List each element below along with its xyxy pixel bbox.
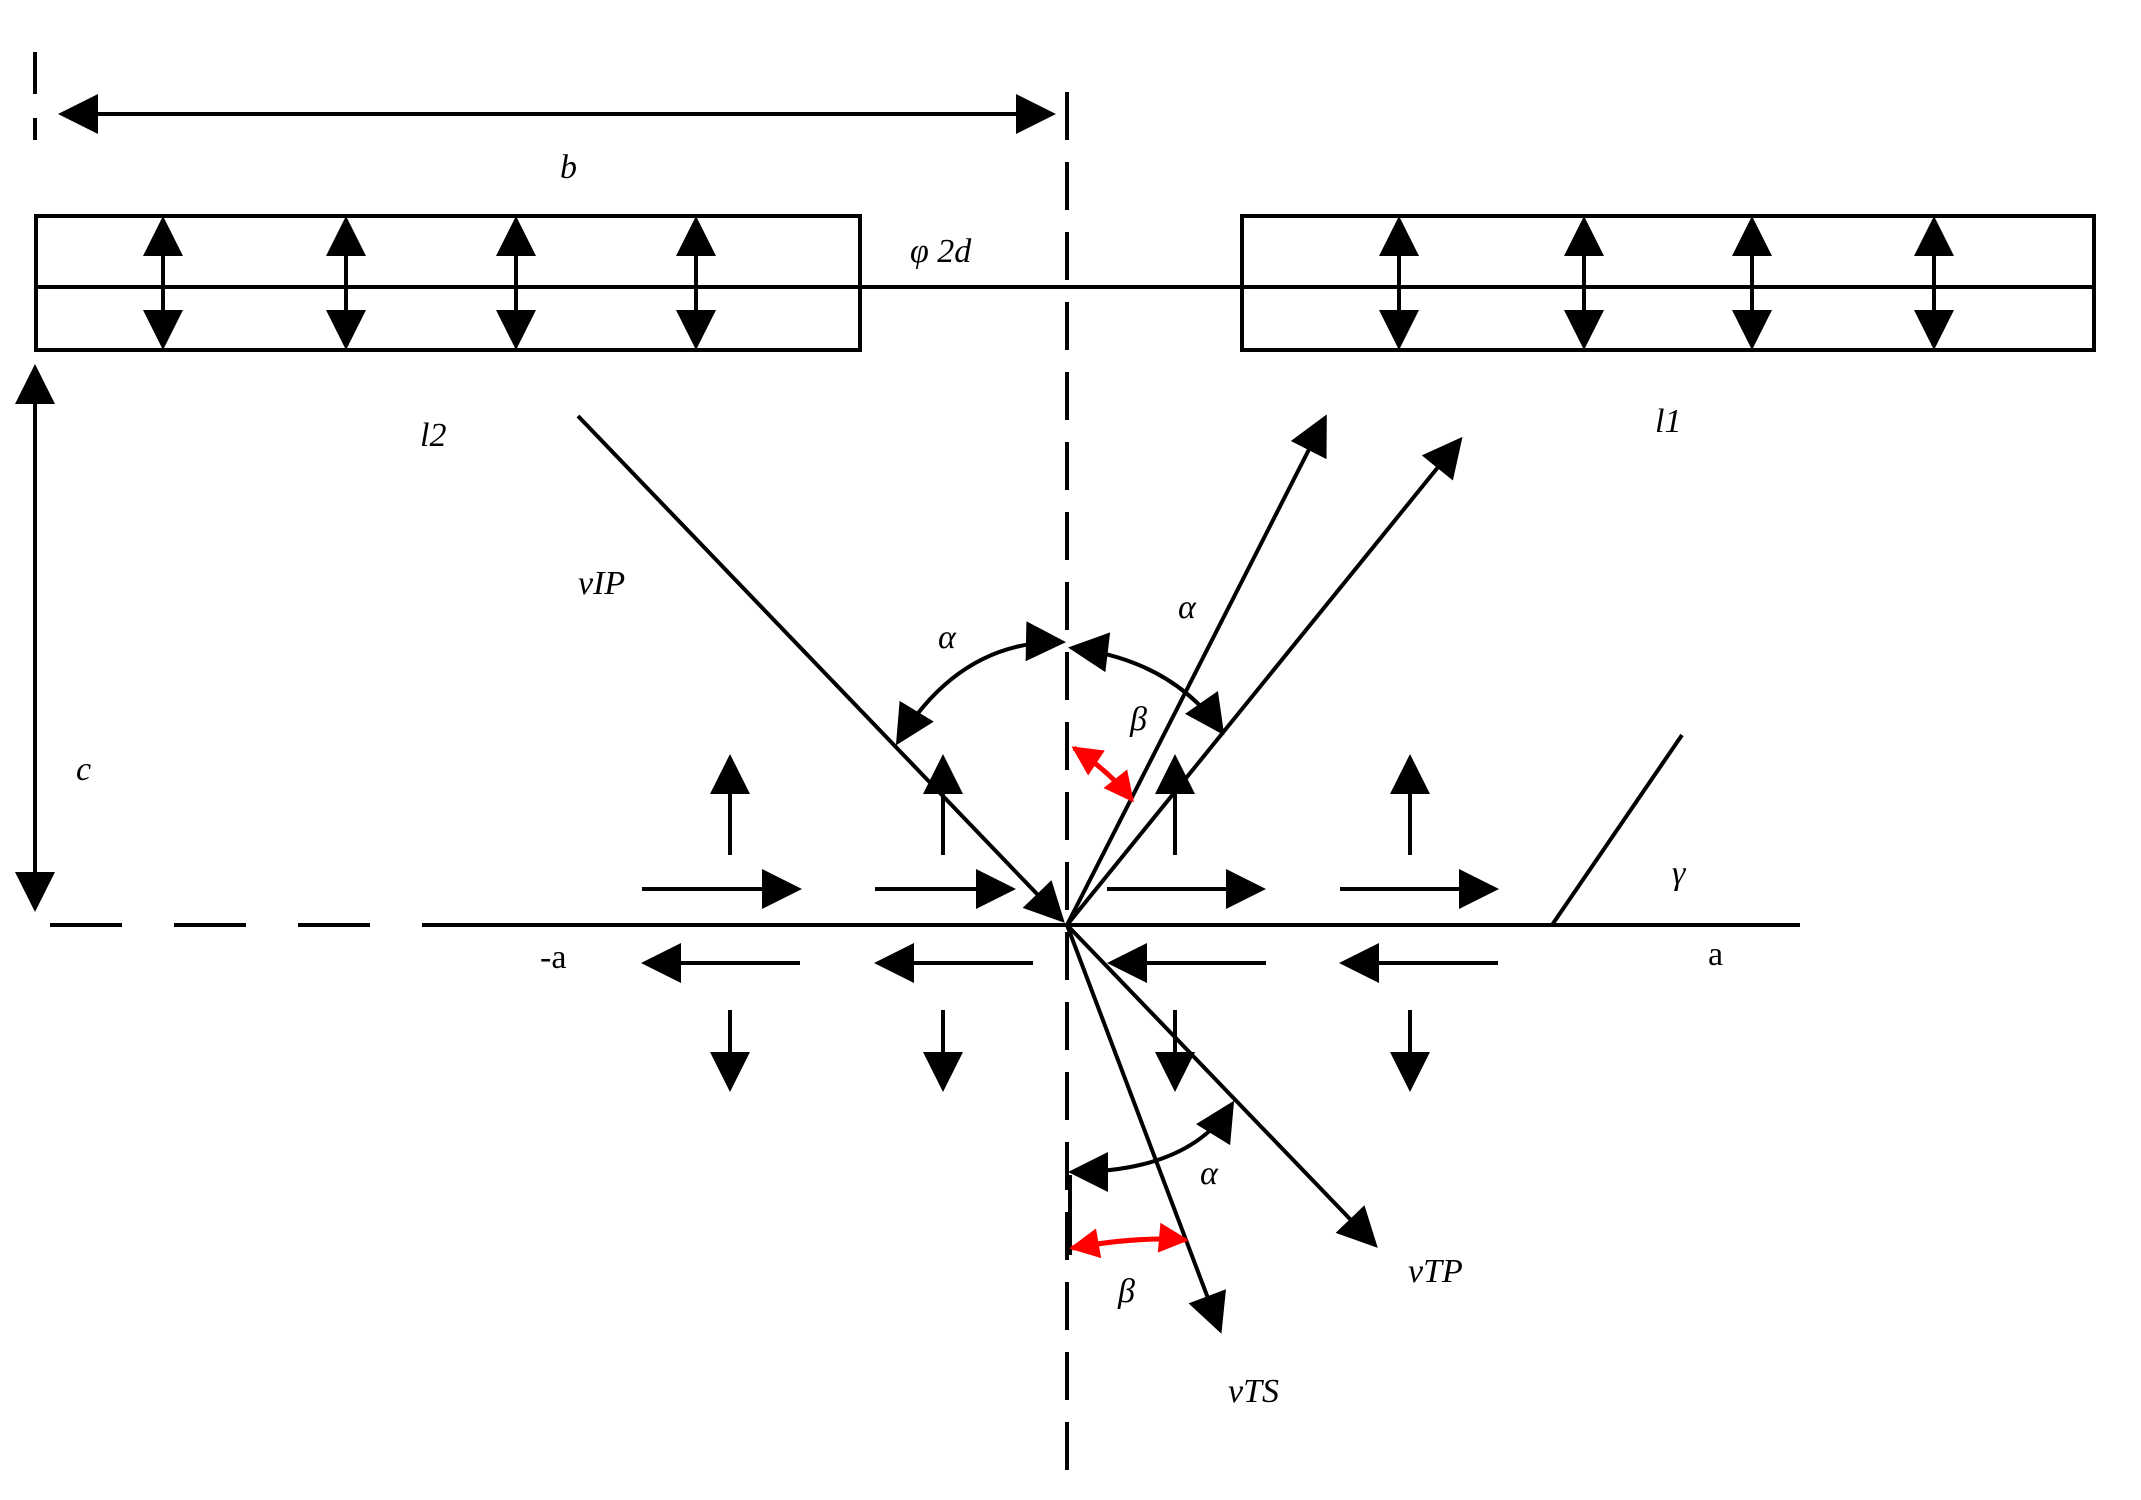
label-c: c — [76, 751, 91, 788]
label-phi-2d: φ 2d — [910, 233, 972, 270]
label-neg-a: -a — [540, 939, 566, 976]
reference-lines — [33, 52, 1800, 1480]
label-alpha-lower: α — [1200, 1155, 1219, 1192]
label-a: a — [1708, 936, 1723, 973]
transmitted-wave-vTS — [1065, 924, 1226, 1334]
label-vTS: vTS — [1228, 1373, 1279, 1410]
angle-arc-alpha-incident — [895, 621, 1066, 746]
label-b: b — [560, 149, 577, 186]
angle-arc-beta-upper-red — [1071, 745, 1134, 803]
transmitted-wave-vTP — [1065, 923, 1378, 1248]
label-gamma: γ — [1672, 855, 1687, 892]
transducer-left — [34, 214, 862, 352]
upward-arrows-above-interface — [710, 754, 1430, 855]
label-vTP: vTP — [1408, 1253, 1463, 1290]
transducer-right — [1240, 214, 2096, 352]
incident-wave-vIP — [576, 414, 1065, 923]
downward-arrows-below-interface — [710, 1010, 1430, 1092]
transducer-right-vibration-arrows — [1379, 216, 1954, 350]
label-vIP: vIP — [578, 565, 625, 602]
angle-arc-alpha-reflected — [1068, 632, 1225, 736]
label-alpha-upper-right: α — [1178, 589, 1197, 626]
label-beta-upper: β — [1129, 701, 1147, 738]
label-l1: l1 — [1655, 403, 1681, 440]
reflected-wave-alpha — [1065, 436, 1463, 927]
angle-arc-alpha-transmitted — [1068, 1100, 1235, 1192]
label-l2: l2 — [420, 417, 446, 454]
label-alpha-upper-left: α — [938, 619, 957, 656]
reflected-wave-beta — [1065, 414, 1327, 926]
angle-arc-beta-lower-red — [1069, 1222, 1189, 1259]
gamma-angle-line — [1550, 733, 1684, 927]
label-beta-lower: β — [1117, 1273, 1135, 1310]
transducer-left-vibration-arrows — [143, 216, 716, 350]
